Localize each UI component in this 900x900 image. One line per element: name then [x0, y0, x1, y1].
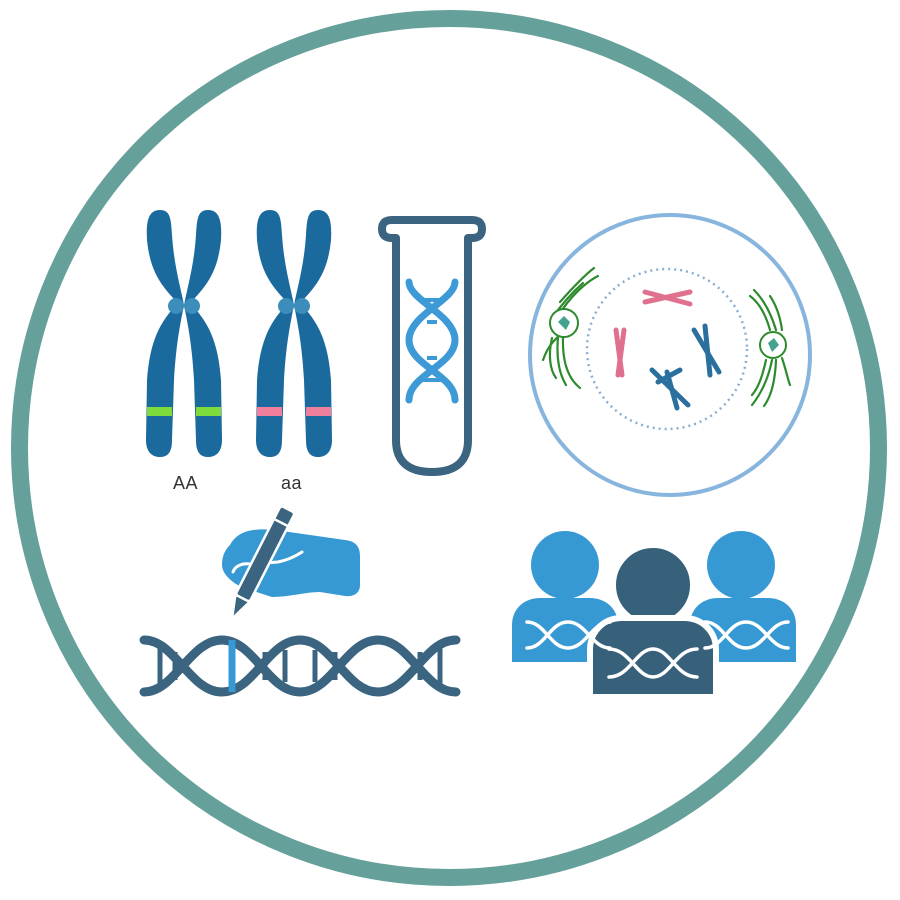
genotype-label-homozygous-dominant: AA — [173, 473, 199, 493]
test-tube-dna-icon — [378, 216, 486, 476]
population-genetics-icon — [512, 531, 796, 700]
genotype-label-homozygous-recessive: aa — [281, 473, 303, 493]
blue-chromosome-right-icon — [691, 323, 722, 378]
chromosome-pair-aa-upper-icon — [146, 210, 222, 457]
pink-chromosome-vertical-icon — [613, 327, 627, 378]
chromosome-pair-aa-lower-icon — [256, 210, 332, 457]
cell-division-icon — [528, 213, 812, 497]
gene-editing-icon — [139, 505, 461, 697]
pink-chromosome-horizontal-icon — [642, 289, 693, 307]
blue-chromosome-bottom-icon — [649, 367, 691, 411]
